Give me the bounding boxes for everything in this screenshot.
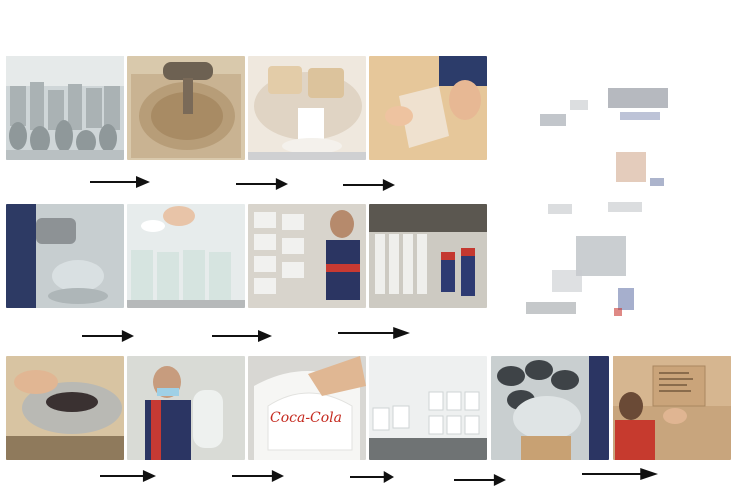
arrow-right-icon xyxy=(212,330,272,342)
photo-firing-conveyor xyxy=(369,356,487,460)
photo-factory-warehouse xyxy=(6,56,124,160)
arrow-right-icon xyxy=(454,474,506,486)
photo-clay-molding xyxy=(248,56,366,160)
arrow-right-icon xyxy=(82,330,134,342)
ghost-image-4 xyxy=(526,236,666,326)
photo-clay-shaping xyxy=(369,56,487,160)
ghost-image-1 xyxy=(540,86,676,130)
photo-inspection xyxy=(127,356,245,460)
arrow-right-icon xyxy=(232,470,284,482)
photo-clay-mixing xyxy=(127,56,245,160)
photo-kiln-loading xyxy=(369,204,487,308)
ghost-image-2 xyxy=(610,150,670,188)
photo-wheel-trimming xyxy=(6,356,124,460)
photo-glaze-spraying xyxy=(6,204,124,308)
arrow-right-icon xyxy=(100,470,156,482)
arrow-right-icon xyxy=(338,327,410,339)
photo-rack-drying xyxy=(248,204,366,308)
photo-logo-decal: Coca-Cola xyxy=(248,356,366,460)
photo-packing xyxy=(491,356,609,460)
ghost-image-3 xyxy=(548,198,648,220)
decal-text: Coca-Cola xyxy=(270,410,342,426)
arrow-right-icon xyxy=(236,178,288,190)
photo-glaze-dipping xyxy=(127,204,245,308)
arrow-right-icon xyxy=(90,176,150,188)
arrow-right-icon xyxy=(582,468,658,480)
arrow-right-icon xyxy=(343,179,395,191)
photo-boxing xyxy=(613,356,731,460)
arrow-right-icon xyxy=(350,471,394,483)
